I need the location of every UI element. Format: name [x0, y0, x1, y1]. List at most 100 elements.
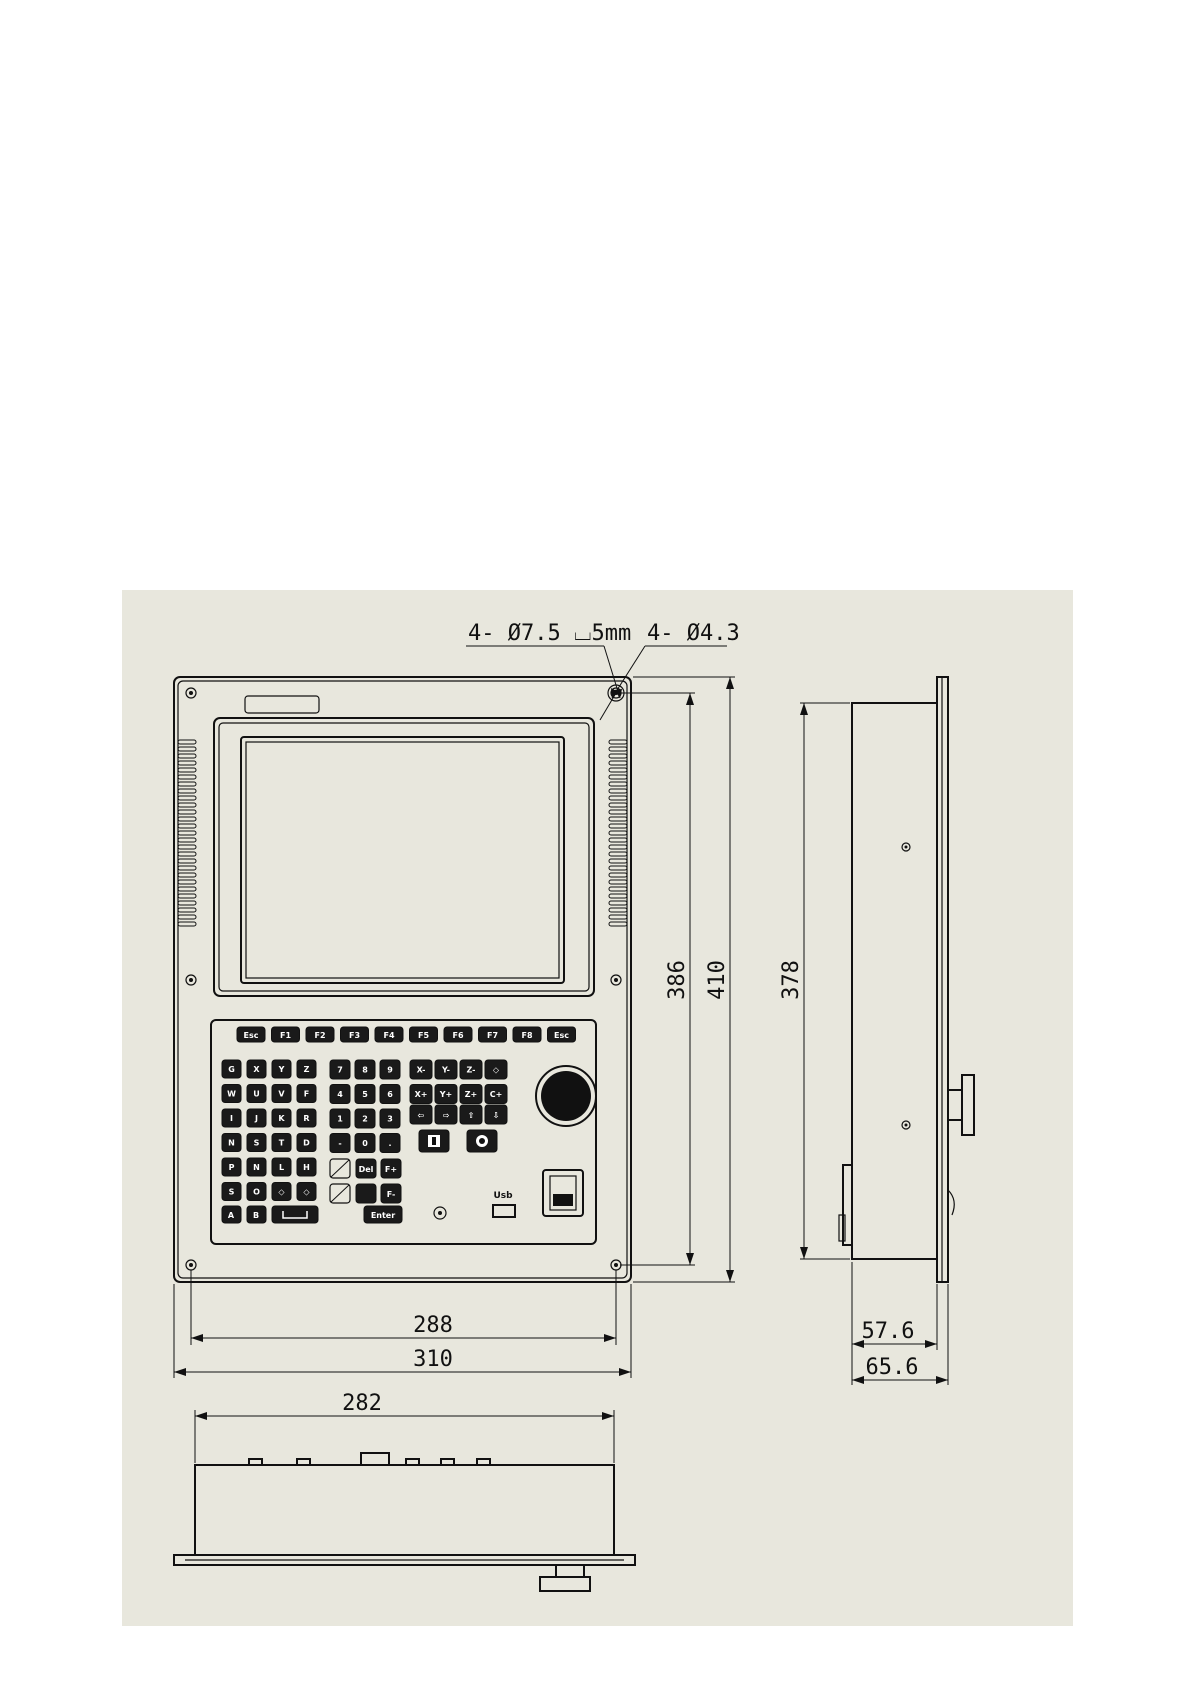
keypad-key-label: 8 — [362, 1066, 368, 1075]
keypad-key-label: D — [303, 1139, 310, 1148]
vent-slot — [178, 845, 196, 849]
vent-slot — [609, 894, 627, 898]
vent-slot — [178, 866, 196, 870]
dim-57-6: 57.6 — [862, 1319, 915, 1344]
keypad-key-label: U — [253, 1090, 260, 1099]
vent-slot — [178, 852, 196, 856]
vent-slot — [178, 789, 196, 793]
vent-slot — [178, 908, 196, 912]
keypad-key-label: N — [253, 1163, 260, 1172]
keypad-key-label: P — [229, 1163, 235, 1172]
keypad-key-label: Y+ — [439, 1090, 453, 1099]
svg-text:⇨: ⇨ — [443, 1111, 450, 1120]
vent-slot — [178, 810, 196, 814]
hole-callout: 4- Ø4.3 — [647, 621, 740, 646]
keypad-key-label: Z- — [467, 1066, 476, 1075]
keypad-key-label: - — [338, 1139, 341, 1148]
vent-slot — [178, 817, 196, 821]
vent-slot — [609, 915, 627, 919]
vent-slot — [609, 810, 627, 814]
vent-slot — [178, 782, 196, 786]
space-key — [272, 1206, 318, 1223]
lcd-screen — [241, 737, 564, 983]
dim-65-6: 65.6 — [866, 1355, 919, 1380]
svg-text:⇧: ⇧ — [468, 1111, 475, 1120]
vent-slot — [178, 824, 196, 828]
handwheel — [536, 1066, 596, 1126]
side-bracket — [843, 1165, 852, 1245]
function-key-label: F8 — [521, 1031, 532, 1040]
function-key-label: Esc — [244, 1031, 259, 1040]
vent-slot — [178, 915, 196, 919]
dim-386: 386 — [665, 960, 690, 1000]
function-key-label: F3 — [349, 1031, 360, 1040]
vent-slot — [178, 887, 196, 891]
vent-slot — [178, 873, 196, 877]
fplus-key: F+ — [385, 1165, 397, 1174]
keypad-key-label: Y- — [441, 1066, 450, 1075]
vent-slot — [609, 880, 627, 884]
hole-callouts: 4- Ø7.5 ⌴5mm 4- Ø4.3 — [466, 621, 740, 720]
vent-slot — [609, 873, 627, 877]
dim-282: 282 — [342, 1391, 382, 1416]
vent-slots-right — [609, 740, 627, 926]
screen-bezel — [214, 718, 594, 996]
keypad-key-label: K — [278, 1114, 285, 1123]
vent-slot — [609, 887, 627, 891]
bottom-body — [195, 1465, 614, 1555]
start-stop-buttons — [419, 1130, 497, 1152]
vent-slot — [609, 768, 627, 772]
side-body — [852, 703, 937, 1259]
vent-slot — [609, 803, 627, 807]
vent-slot — [178, 803, 196, 807]
power-switch — [543, 1170, 583, 1216]
keypad-key-label: V — [278, 1090, 285, 1099]
keypad-key-label: N — [228, 1139, 235, 1148]
side-view — [839, 677, 974, 1282]
front-view: EscF1F2F3F4F5F6F7F8Esc GXYZWUVFIJKRNSTDP… — [174, 621, 740, 1282]
function-key-label: Esc — [554, 1031, 569, 1040]
vent-slot — [178, 754, 196, 758]
vent-slot — [609, 782, 627, 786]
svg-text:⇦: ⇦ — [418, 1111, 425, 1120]
letter-keypad: GXYZWUVFIJKRNSTDPNLHSO◇◇ — [222, 1060, 316, 1201]
keypad-key-label: T — [279, 1139, 285, 1148]
vent-slot — [609, 761, 627, 765]
function-key-label: F2 — [314, 1031, 325, 1040]
vent-slot — [609, 838, 627, 842]
vent-slot — [609, 908, 627, 912]
vent-slot — [609, 824, 627, 828]
function-key-label: F5 — [418, 1031, 429, 1040]
keypad-key-label: J — [254, 1114, 258, 1123]
vent-slot — [609, 845, 627, 849]
keypad-key-label: S — [229, 1188, 235, 1197]
vent-slot — [178, 859, 196, 863]
keypad-key-label: 2 — [362, 1115, 368, 1124]
del-key: Del — [359, 1165, 374, 1174]
keypad-key-label: 0 — [362, 1139, 368, 1148]
keypad-key-label: ◇ — [303, 1188, 310, 1197]
keypad-panel — [211, 1020, 596, 1244]
bottom-dimensions: 282 — [195, 1391, 614, 1463]
vent-slot — [609, 740, 627, 744]
vent-slot — [609, 775, 627, 779]
keypad-key-label: L — [279, 1163, 284, 1172]
keypad-key-label: 3 — [387, 1115, 393, 1124]
usb-port: Usb — [493, 1191, 515, 1217]
keypad-key-label: X+ — [415, 1090, 428, 1099]
vent-slot — [178, 901, 196, 905]
vent-slot — [609, 852, 627, 856]
counterbore-callout: 4- Ø7.5 ⌴5mm — [468, 621, 631, 646]
dim-288: 288 — [413, 1313, 453, 1338]
vent-slot — [609, 901, 627, 905]
vent-slot — [609, 754, 627, 758]
keypad-key-label: C+ — [490, 1090, 503, 1099]
vent-slot — [609, 831, 627, 835]
function-key-label: F1 — [280, 1031, 291, 1040]
dim-410: 410 — [705, 960, 730, 1000]
keypad-key-label: 5 — [362, 1090, 368, 1099]
bottom-view — [174, 1453, 635, 1591]
